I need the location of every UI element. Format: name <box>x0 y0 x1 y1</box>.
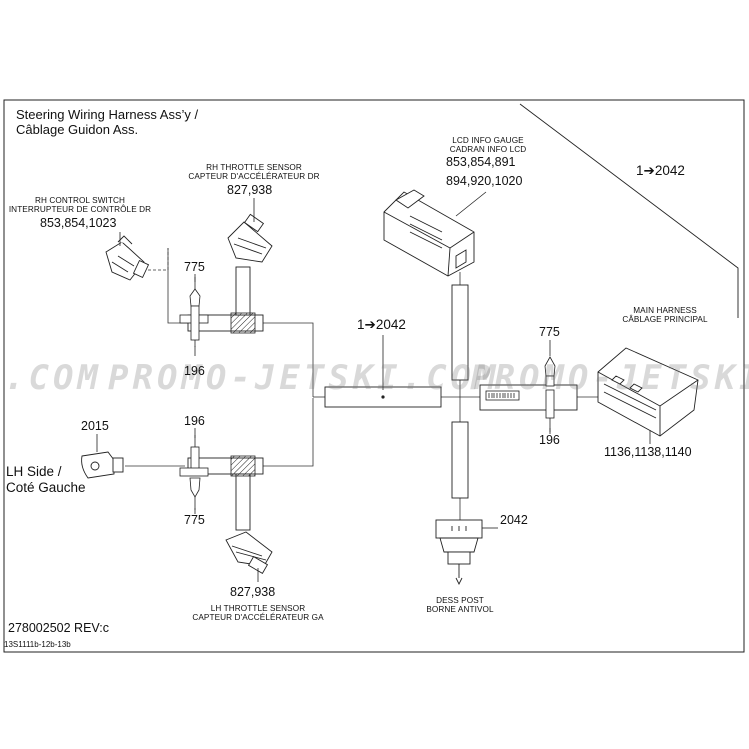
lcd-label-fr: CADRAN INFO LCD <box>449 145 527 154</box>
lh-throttle-label-en: LH THROTTLE SENSOR <box>210 604 306 613</box>
dess-parts: 2042 <box>500 513 528 527</box>
lh-side-line-2: Coté Gauche <box>6 480 86 495</box>
sleeve-dot <box>381 395 385 399</box>
label-196-upper: 196 <box>184 364 205 378</box>
title-line-2: Câblage Guidon Ass. <box>16 122 139 137</box>
rh-switch-label-fr: INTERRUPTEUR DE CONTRÔLE DR <box>8 205 152 214</box>
diagram-frame <box>3 99 745 653</box>
dess-label-fr: BORNE ANTIVOL <box>426 605 494 614</box>
main-harness-label-en: MAIN HARNESS <box>633 306 697 315</box>
lcd-label-en: LCD INFO GAUGE <box>452 136 524 145</box>
dess-post <box>435 519 483 586</box>
watermark-left: .COM <box>4 358 102 398</box>
doc-number: 278002502 REV:c <box>8 621 110 635</box>
label-strip <box>485 390 520 401</box>
label-196-right: 196 <box>539 433 560 447</box>
label-196-lower: 196 <box>184 414 205 428</box>
lh-side-parts: 2015 <box>81 419 109 433</box>
ref-top: 1➔2042 <box>636 163 685 178</box>
rh-throttle-label-fr: CAPTEUR D'ACCÉLÉRATEUR DR <box>188 172 320 181</box>
lcd-parts-b: 894,920,1020 <box>446 174 523 188</box>
lcd-gauge-module <box>383 189 475 277</box>
lh-side-cap <box>81 451 124 479</box>
fastener-upper <box>179 277 209 347</box>
lh-throttle-parts: 827,938 <box>230 585 276 599</box>
leader-rh-switch <box>148 248 169 271</box>
drawing-code: 13S1111b-12b-13b <box>4 640 71 649</box>
fastener-lower <box>179 435 209 510</box>
leader-main-harness <box>519 103 739 318</box>
main-harness-parts: 1136,1138,1140 <box>604 445 692 459</box>
label-775-lower: 775 <box>184 513 205 527</box>
rh-throttle-connector <box>227 213 273 263</box>
rh-throttle-label-en: RH THROTTLE SENSOR <box>206 163 302 172</box>
junction-upper <box>230 312 256 334</box>
main-harness-label-fr: CÂBLAGE PRINCIPAL <box>622 315 708 324</box>
lh-throttle-connector <box>225 531 273 574</box>
lh-side-line-1: LH Side / <box>6 464 62 479</box>
watermark-mid: PROMO-JETSKI.COM <box>108 358 500 398</box>
main-harness-module <box>597 347 699 437</box>
title-line-1: Steering Wiring Harness Ass’y / <box>16 107 199 122</box>
rh-switch-parts: 853,854,1023 <box>40 216 117 230</box>
label-775-upper: 775 <box>184 260 205 274</box>
rh-switch-label-en: RH CONTROL SWITCH <box>34 196 126 205</box>
lcd-parts-a: 853,854,891 <box>446 155 516 169</box>
leader-lcd <box>455 191 487 217</box>
rh-switch-connector <box>105 235 150 281</box>
barcode <box>488 393 515 398</box>
dess-label-en: DESS POST <box>436 596 484 605</box>
ref-mid: 1➔2042 <box>357 317 406 332</box>
lh-throttle-label-fr: CAPTEUR D'ACCÉLÉRATEUR GA <box>192 613 324 622</box>
rh-throttle-parts: 827,938 <box>227 183 273 197</box>
watermark-right: PROMO-JETSKI <box>470 358 749 398</box>
label-775-right: 775 <box>539 325 560 339</box>
junction-lower <box>230 455 256 477</box>
